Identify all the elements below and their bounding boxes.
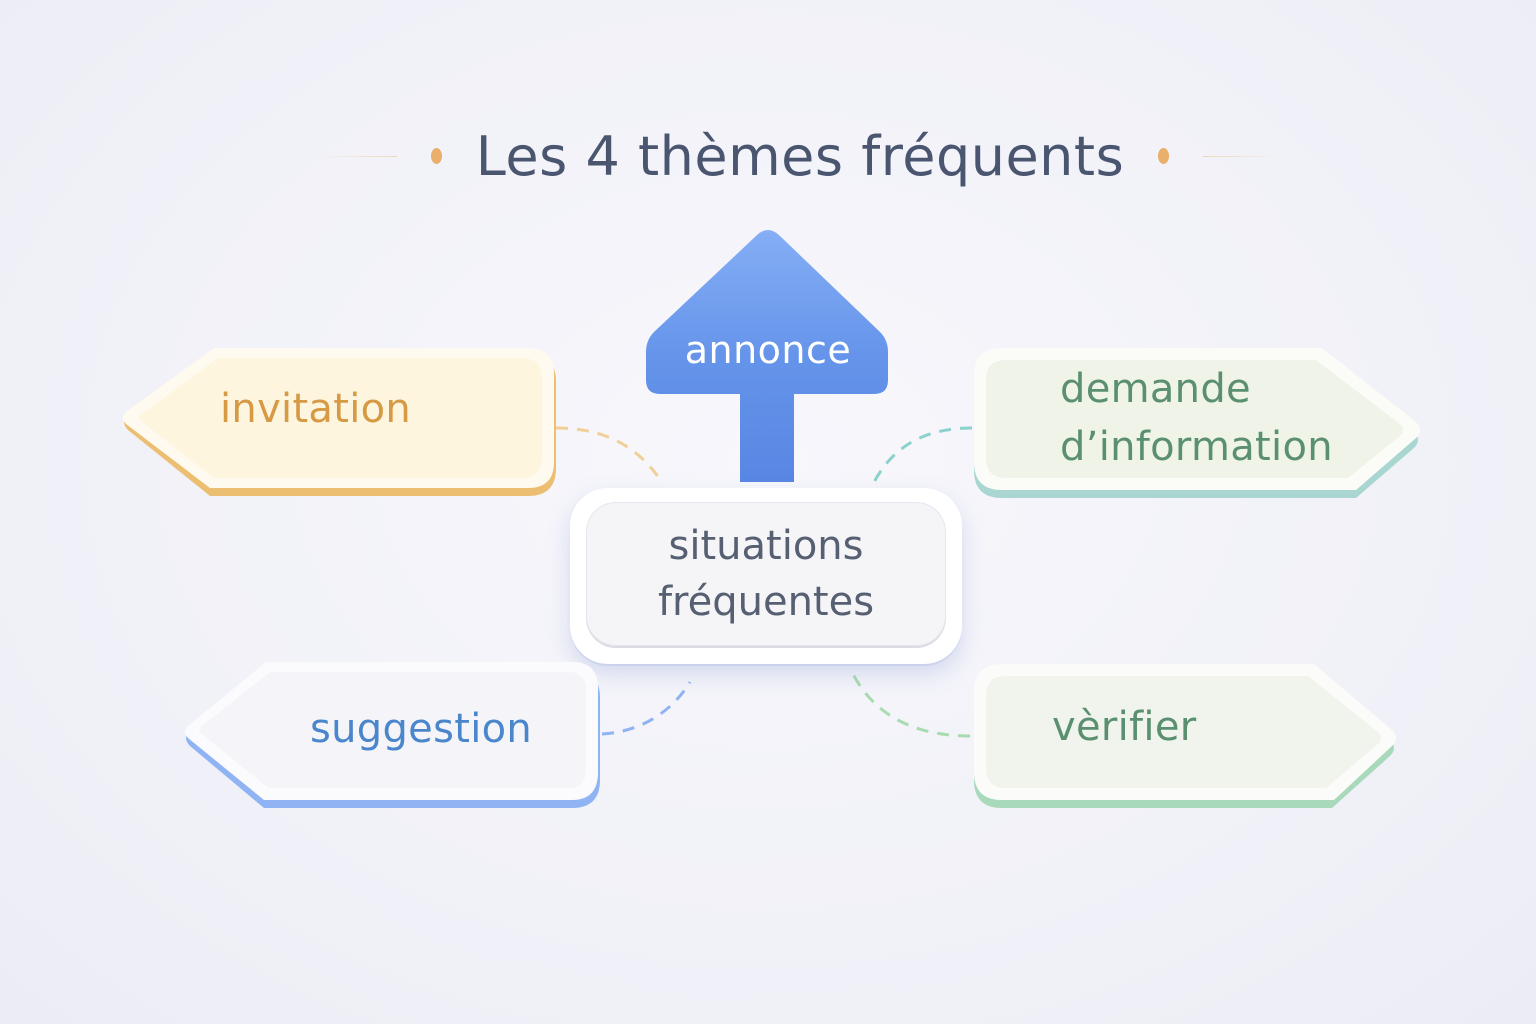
annonce-label: annonce (684, 328, 852, 372)
connector-suggestion (601, 681, 692, 736)
theme-tag-demande-information[interactable]: demande d’information (972, 346, 1424, 504)
page-title: Les 4 thèmes fréquents (475, 124, 1125, 188)
theme-tag-verifier[interactable]: vèrifier (972, 662, 1400, 812)
center-label-line2: fréquentes (657, 579, 875, 625)
tag-shape-right-icon (974, 348, 1420, 498)
theme-tag-invitation[interactable]: invitation (118, 346, 558, 502)
connector-invitation (555, 426, 664, 483)
theme-label-demande-information: demande d’information (1060, 360, 1333, 476)
connector-verifier (850, 671, 971, 738)
connector-demande (870, 426, 973, 487)
arrow-up-icon (646, 230, 888, 482)
theme-label-verifier: vèrifier (1052, 704, 1197, 750)
theme-tag-suggestion[interactable]: suggestion (180, 660, 602, 812)
title-bar: Les 4 thèmes fréquents (320, 118, 1280, 194)
theme-label-line1: demande (1060, 366, 1251, 412)
theme-label-line2: d’information (1060, 424, 1333, 470)
center-node[interactable]: situations fréquentes (570, 488, 962, 664)
title-dot-left-icon (430, 148, 442, 164)
center-label-line1: situations (668, 523, 864, 569)
title-dot-right-icon (1158, 148, 1170, 164)
center-node-inner: situations fréquentes (586, 502, 946, 646)
theme-label-invitation: invitation (220, 386, 412, 432)
title-divider-right (1203, 155, 1280, 157)
title-divider-left (320, 155, 397, 157)
tag-shape-left-icon (123, 348, 556, 496)
tag-shape-right-icon (974, 664, 1396, 808)
theme-label-suggestion: suggestion (310, 706, 533, 752)
tag-shape-left-icon (185, 662, 600, 808)
